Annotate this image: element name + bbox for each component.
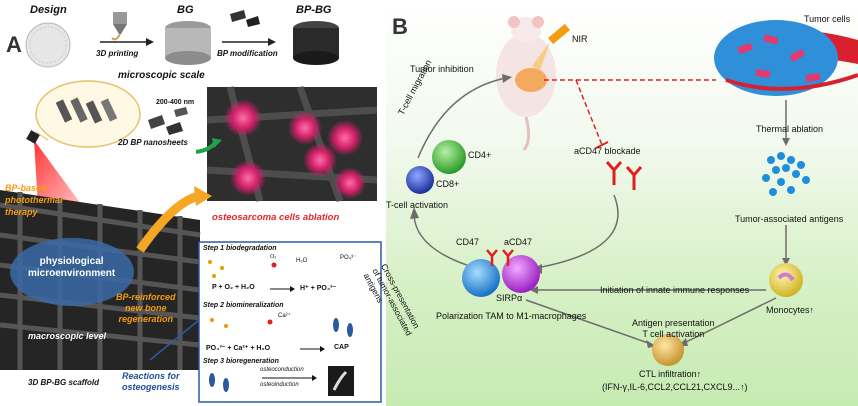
tumor-illustration bbox=[714, 20, 858, 96]
m1-macrophage-cell bbox=[502, 255, 540, 293]
bp-bg-label: BP-BG bbox=[296, 4, 332, 16]
innate-label: Initiation of innate immune responses bbox=[600, 285, 750, 295]
bone-regen-line-3: regeneration bbox=[118, 314, 174, 324]
blockade-line bbox=[575, 79, 603, 146]
reactions-line-1: Reactions for bbox=[122, 371, 180, 381]
bg-label: BG bbox=[177, 4, 194, 16]
reactions-label: Reactions for osteogenesis bbox=[122, 371, 180, 393]
bp-flakes-icon bbox=[230, 10, 260, 27]
bone-regen-label: BP-reinforced new bone regeneration bbox=[116, 292, 176, 325]
ctl-cell bbox=[652, 334, 684, 366]
polarization-label: Polarization TAM to M1-macrophages bbox=[436, 311, 587, 321]
tcell-migration-arrow bbox=[417, 77, 507, 159]
mouse-illustration bbox=[496, 16, 556, 151]
acd47-blockade-label: aCD47 blockade bbox=[574, 146, 641, 156]
nanosheet-pieces bbox=[148, 107, 188, 135]
ablation-label: osteosarcoma cells ablation bbox=[212, 212, 340, 223]
bone-regen-line-1: BP-reinforced bbox=[116, 292, 176, 302]
nanosheets-label: 2D BP nanosheets bbox=[118, 138, 188, 147]
antigen-presentation-label: Antigen presentation T cell activation bbox=[632, 318, 715, 340]
cd4-cell bbox=[432, 140, 466, 174]
eq2-left: PO₄³⁻ + Ca²⁺ + H₂O bbox=[206, 345, 271, 352]
laser-head-icon bbox=[26, 130, 40, 144]
step-3d-printing: 3D printing bbox=[96, 49, 139, 58]
tumor-inhibition-label: Tumor inhibition bbox=[410, 64, 474, 74]
step1-label: Step 1 biodegradation bbox=[203, 245, 277, 252]
monocyte-cell bbox=[769, 263, 803, 297]
antigen-presentation-line-1: Antigen presentation bbox=[632, 318, 715, 328]
cd4-label: CD4+ bbox=[468, 150, 492, 160]
design-label: Design bbox=[30, 4, 67, 16]
ca-label: Ca²⁺ bbox=[278, 313, 291, 319]
tumor-cells-label: Tumor cells bbox=[804, 14, 851, 24]
physiological-ellipse bbox=[10, 238, 134, 306]
panel-a: A Design BG BP-BG 3D printing BP modific… bbox=[0, 0, 384, 406]
bone-xray bbox=[328, 366, 354, 396]
photothermal-line-3: therapy bbox=[5, 207, 38, 217]
photothermal-line-1: BP-based bbox=[5, 183, 47, 193]
tam-cell bbox=[462, 259, 500, 297]
microscopic-scale-label: microscopic scale bbox=[118, 70, 205, 81]
antigen-cluster bbox=[762, 152, 810, 196]
reaction-particles bbox=[208, 260, 353, 392]
cross-presentation-arrow bbox=[413, 214, 477, 269]
cycle-arrow bbox=[535, 194, 619, 269]
bg-cylinder-icon bbox=[165, 21, 211, 65]
osteoconduction-label: osteoconduction bbox=[260, 367, 304, 373]
orange-arrow bbox=[136, 191, 202, 253]
step3-label: Step 3 bioregeneration bbox=[203, 358, 279, 365]
osteoinduction-label: osteoinduction bbox=[260, 382, 299, 388]
reactions-line-2: osteogenesis bbox=[122, 382, 180, 392]
antigen-presentation-line-2: T cell activation bbox=[642, 329, 705, 339]
monocytes-label: Monocytes↑ bbox=[766, 305, 815, 315]
scaffold-label: 3D BP-BG scaffold bbox=[28, 378, 99, 387]
nir-laser-icon bbox=[532, 23, 570, 70]
po4-label: PO₄³⁻ bbox=[340, 255, 357, 261]
cd8-cell bbox=[406, 166, 434, 194]
eq2-right: CAP bbox=[334, 344, 349, 351]
size-range-label: 200-400 nm bbox=[156, 99, 195, 106]
macroscopic-label: macroscopic level bbox=[28, 331, 107, 341]
physiological-line-1: physiological bbox=[39, 256, 104, 267]
step2-label: Step 2 biomineralization bbox=[203, 302, 284, 309]
panel-a-letter: A bbox=[6, 32, 22, 57]
bp-bg-cylinder-icon bbox=[293, 21, 339, 65]
panel-b-letter: B bbox=[392, 14, 408, 39]
physiological-label: physiological microenvironment bbox=[28, 256, 115, 280]
panel-a-graphics bbox=[0, 10, 382, 403]
cytokines-label: (IFN-γ,IL-6,CCL2,CCL21,CXCL9...↑) bbox=[602, 382, 748, 392]
printer-nozzle-icon bbox=[111, 12, 127, 41]
panel-b: B NIR Tumor cells Tumor inhibition T-cel… bbox=[362, 0, 858, 406]
eq1-right: H⁺ + PO₄³⁻ bbox=[300, 285, 337, 292]
ctl-label: CTL infiltration↑ bbox=[639, 369, 702, 379]
h2o-label: H₂O bbox=[296, 258, 308, 264]
nir-label: NIR bbox=[572, 34, 588, 44]
zoom-bubble bbox=[35, 80, 141, 148]
acd47-label: aCD47 bbox=[504, 237, 533, 247]
photothermal-line-2: photothermal bbox=[5, 195, 63, 205]
cd8-label: CD8+ bbox=[436, 179, 460, 189]
physiological-line-2: microenvironment bbox=[28, 268, 116, 279]
photothermal-label: BP-based photothermal therapy bbox=[5, 182, 63, 218]
design-lattice-icon bbox=[25, 22, 71, 68]
sirpa-label: SIRPα bbox=[496, 293, 523, 303]
eq1-left: P + O₂ + H₂O bbox=[212, 284, 255, 291]
thermal-ablation-label: Thermal ablation bbox=[756, 124, 824, 134]
cd47-label: CD47 bbox=[456, 237, 480, 247]
ablated-cells bbox=[224, 99, 366, 199]
antibody-icons bbox=[605, 161, 643, 190]
step-bp-modification: BP modification bbox=[217, 49, 278, 58]
tumor-antigens-label: Tumor-associated antigens bbox=[735, 214, 844, 224]
bone-regen-line-2: new bone bbox=[125, 303, 167, 313]
tcell-activation-label: T-cell activation bbox=[386, 200, 449, 210]
o2-label: O₂ bbox=[270, 254, 277, 260]
panel-b-graphics bbox=[406, 16, 858, 366]
